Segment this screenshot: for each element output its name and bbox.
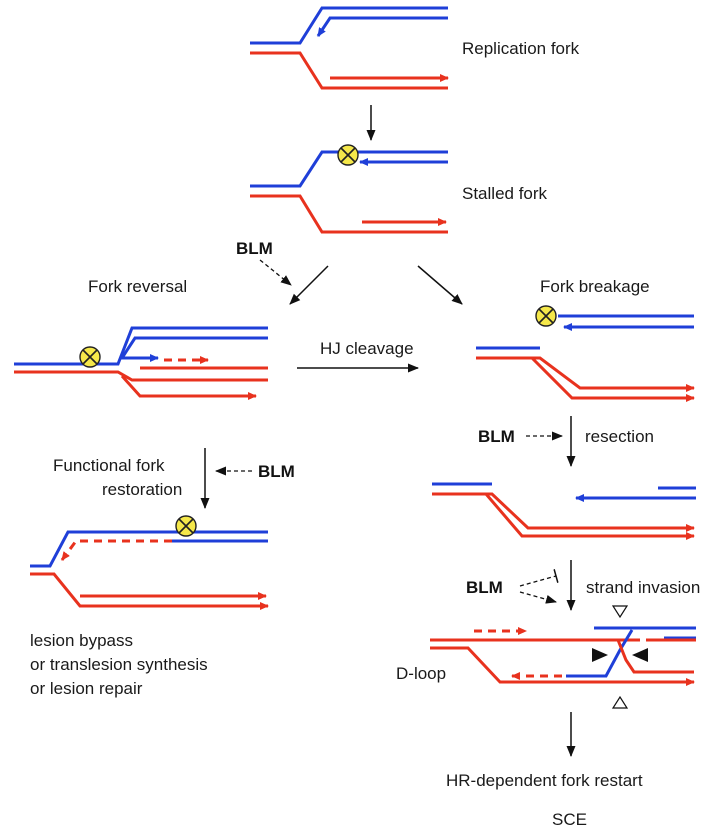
blm-dashed-arrow-4 <box>519 591 557 604</box>
fork-reversal-diagram <box>14 326 268 400</box>
restored-fork-diagram <box>30 530 269 610</box>
stalled-fork-diagram <box>250 150 448 234</box>
fork-breakage-diagram <box>476 314 695 402</box>
replication-fork-diagram <box>250 6 449 90</box>
lesion-icon <box>175 515 197 537</box>
outcome-label-3: or lesion repair <box>30 679 143 698</box>
lesion-icon <box>535 305 557 327</box>
d-loop-label: D-loop <box>396 664 446 683</box>
sce-label: SCE <box>552 810 587 829</box>
blm-label-resection: BLM <box>478 427 515 446</box>
lesion-icon <box>337 144 359 166</box>
blm-dashed-arrow-1 <box>259 259 292 286</box>
resection-label: resection <box>585 427 654 446</box>
strand-invasion-label: strand invasion <box>586 578 700 597</box>
lesion-icon <box>79 346 101 368</box>
blm-label-strand-invasion: BLM <box>466 578 503 597</box>
cleavage-site-markers <box>592 605 648 709</box>
functional-fork-label-2: restoration <box>102 480 182 499</box>
outcome-label-2: or translesion synthesis <box>30 655 208 674</box>
blm-inhibit-line <box>519 569 559 587</box>
blm-label-fork-reversal: BLM <box>236 239 273 258</box>
hr-restart-label: HR-dependent fork restart <box>446 771 643 790</box>
hj-cleavage-label: HJ cleavage <box>320 339 414 358</box>
branch-arrow-right <box>417 265 463 305</box>
branch-arrow-left <box>289 265 329 305</box>
stalled-fork-label: Stalled fork <box>462 184 548 203</box>
outcome-label-1: lesion bypass <box>30 631 133 650</box>
d-loop-diagram <box>430 626 696 686</box>
blm-label-restoration: BLM <box>258 462 295 481</box>
fork-reversal-label: Fork reversal <box>88 277 187 296</box>
fork-breakage-label: Fork breakage <box>540 277 650 296</box>
functional-fork-label-1: Functional fork <box>53 456 165 475</box>
replication-fork-label: Replication fork <box>462 39 580 58</box>
resected-break-diagram <box>432 482 696 540</box>
